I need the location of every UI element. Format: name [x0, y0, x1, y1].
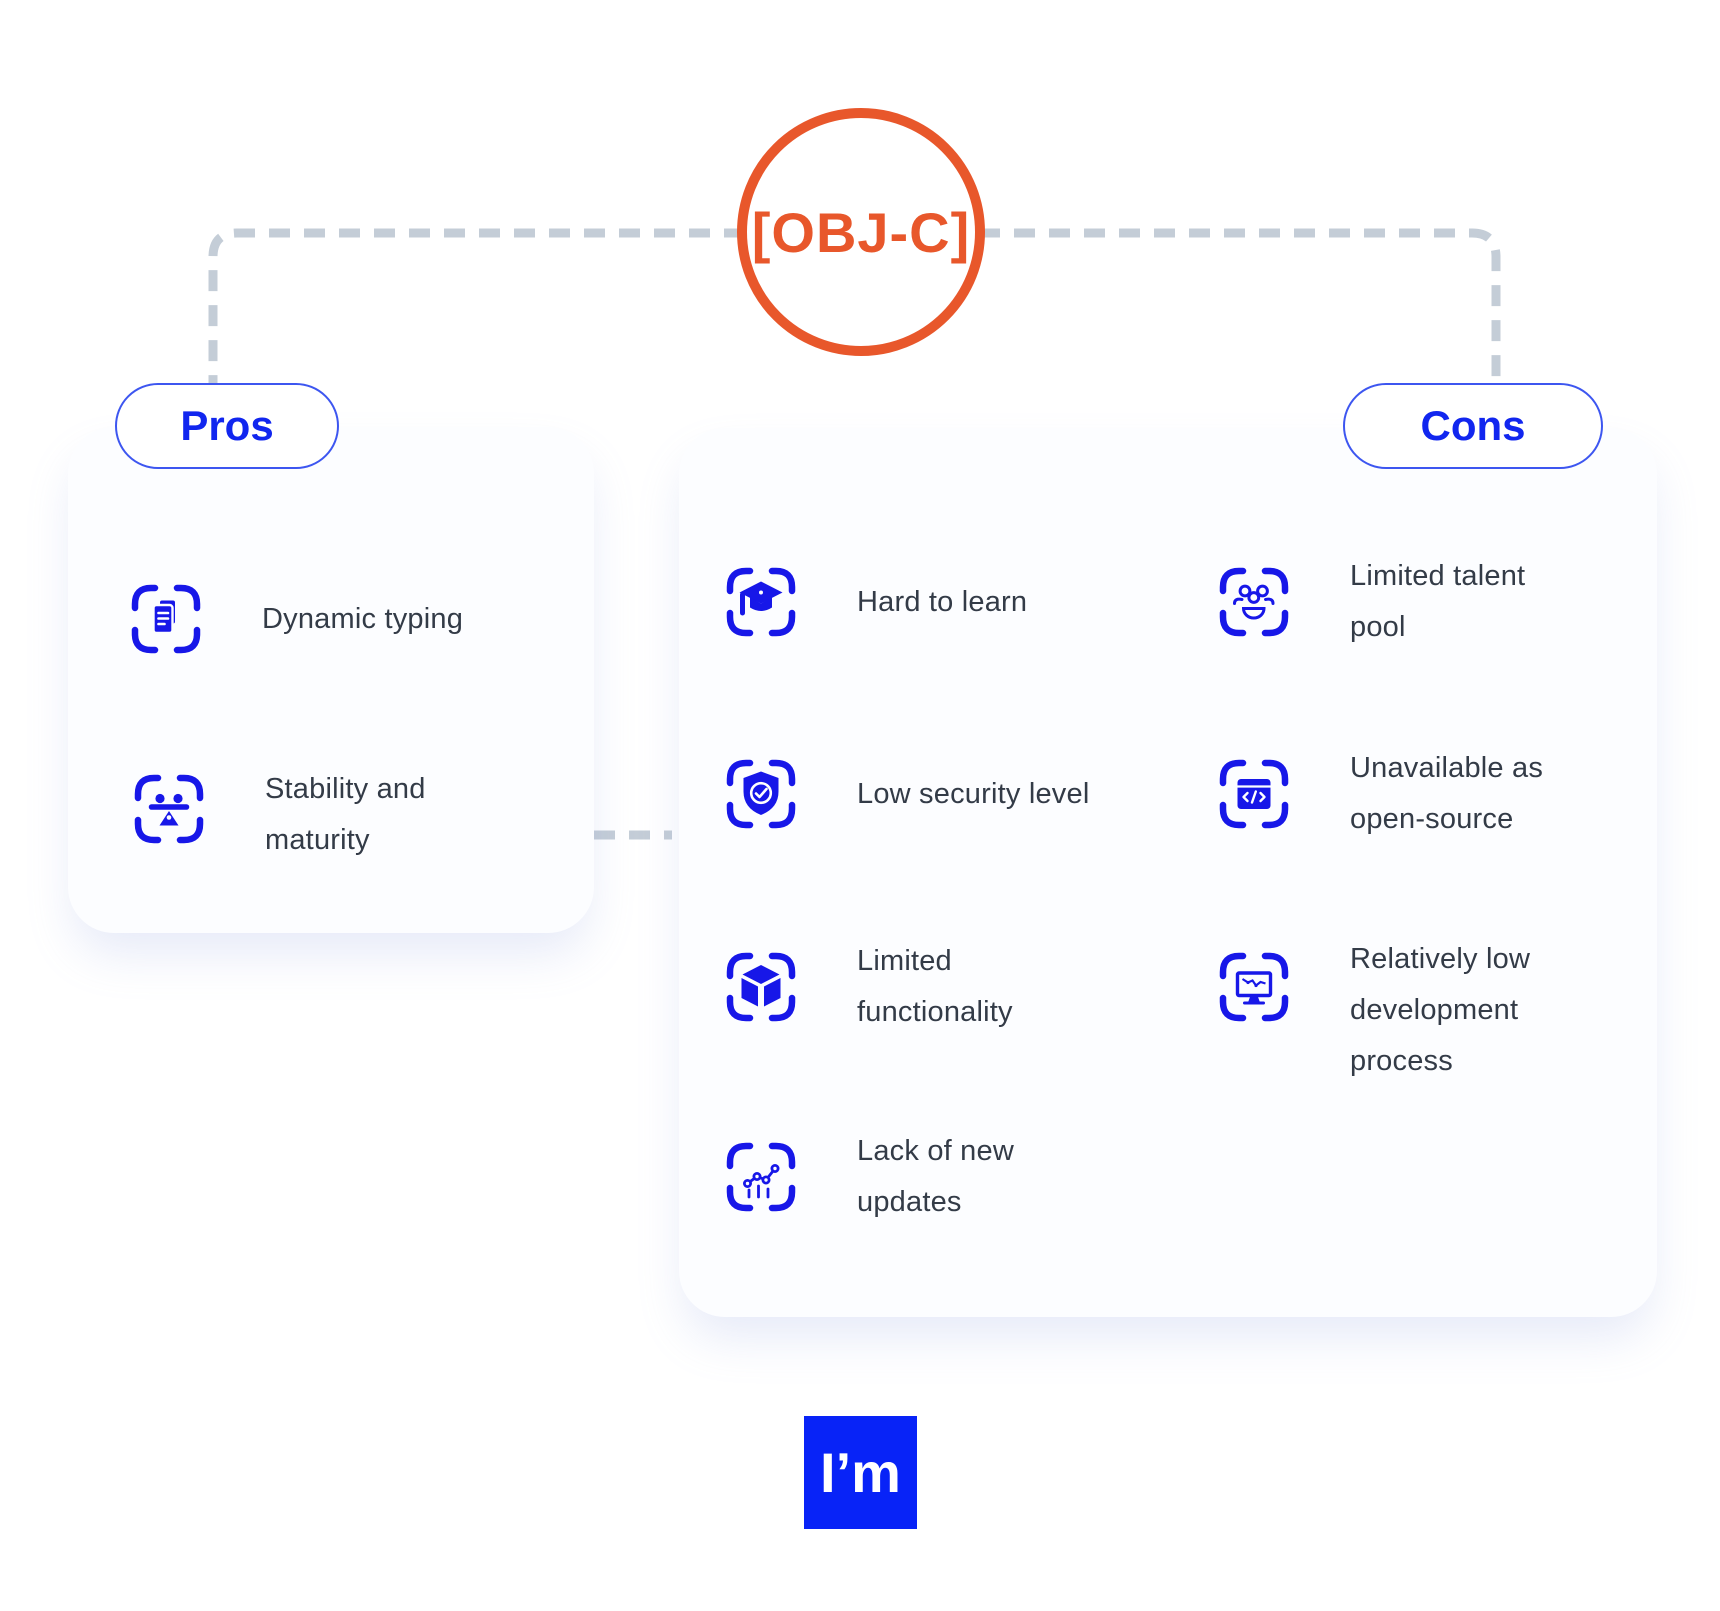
team-icon	[1215, 563, 1293, 641]
connector-root-to-pros	[208, 228, 745, 383]
line-chart-icon	[722, 1138, 800, 1216]
cons-item-label: Unavailable as open-source	[1350, 752, 1544, 835]
monitor-chart-icon	[1215, 948, 1293, 1026]
cons-card	[679, 428, 1657, 1317]
cons-item-unavailable-open-source: Unavailable as open-source	[1215, 752, 1585, 835]
pros-item-label: Dynamic typing	[262, 602, 464, 635]
cube-icon	[722, 948, 800, 1026]
shield-check-icon	[722, 755, 800, 833]
im-brand-logo: I’m	[804, 1416, 917, 1529]
code-window-icon	[1215, 755, 1293, 833]
cons-item-label: Lack of new updates	[857, 1135, 1014, 1218]
root-node-label: [OBJ-C]	[751, 200, 971, 264]
pros-item-label: Stability and maturity	[265, 773, 426, 856]
cons-item-label: Limited functionality	[857, 945, 1013, 1028]
cons-item-limited-functionality: Limited functionality	[722, 945, 1062, 1028]
cons-item-low-dev-process: Relatively low development process	[1215, 943, 1570, 1077]
cons-pill: Cons	[1343, 383, 1603, 469]
cons-item-label: Low security level	[857, 777, 1090, 810]
pros-pill-label: Pros	[180, 402, 274, 449]
cons-item-label: Relatively low development process	[1350, 943, 1531, 1077]
cons-pill-label: Cons	[1420, 402, 1526, 449]
graduation-cap-icon	[722, 563, 800, 641]
cons-item-hard-to-learn: Hard to learn	[722, 563, 1027, 641]
cons-item-label: Limited talent pool	[1350, 560, 1526, 643]
pros-item-stability: Stability and maturity	[130, 770, 470, 856]
root-node-circle: [OBJ-C]	[737, 108, 985, 356]
cons-item-lack-of-updates: Lack of new updates	[722, 1135, 1037, 1218]
connector-root-to-cons	[979, 228, 1501, 383]
pros-card	[68, 427, 594, 933]
cons-item-label: Hard to learn	[857, 585, 1028, 618]
logo-text: I’m	[820, 1441, 901, 1504]
cons-item-limited-talent-pool: Limited talent pool	[1215, 560, 1575, 643]
document-icon	[127, 580, 205, 658]
cons-item-low-security: Low security level	[722, 755, 1089, 833]
pros-pill: Pros	[115, 383, 339, 469]
balance-scale-icon	[130, 770, 208, 848]
pros-item-dynamic-typing: Dynamic typing	[127, 580, 463, 658]
